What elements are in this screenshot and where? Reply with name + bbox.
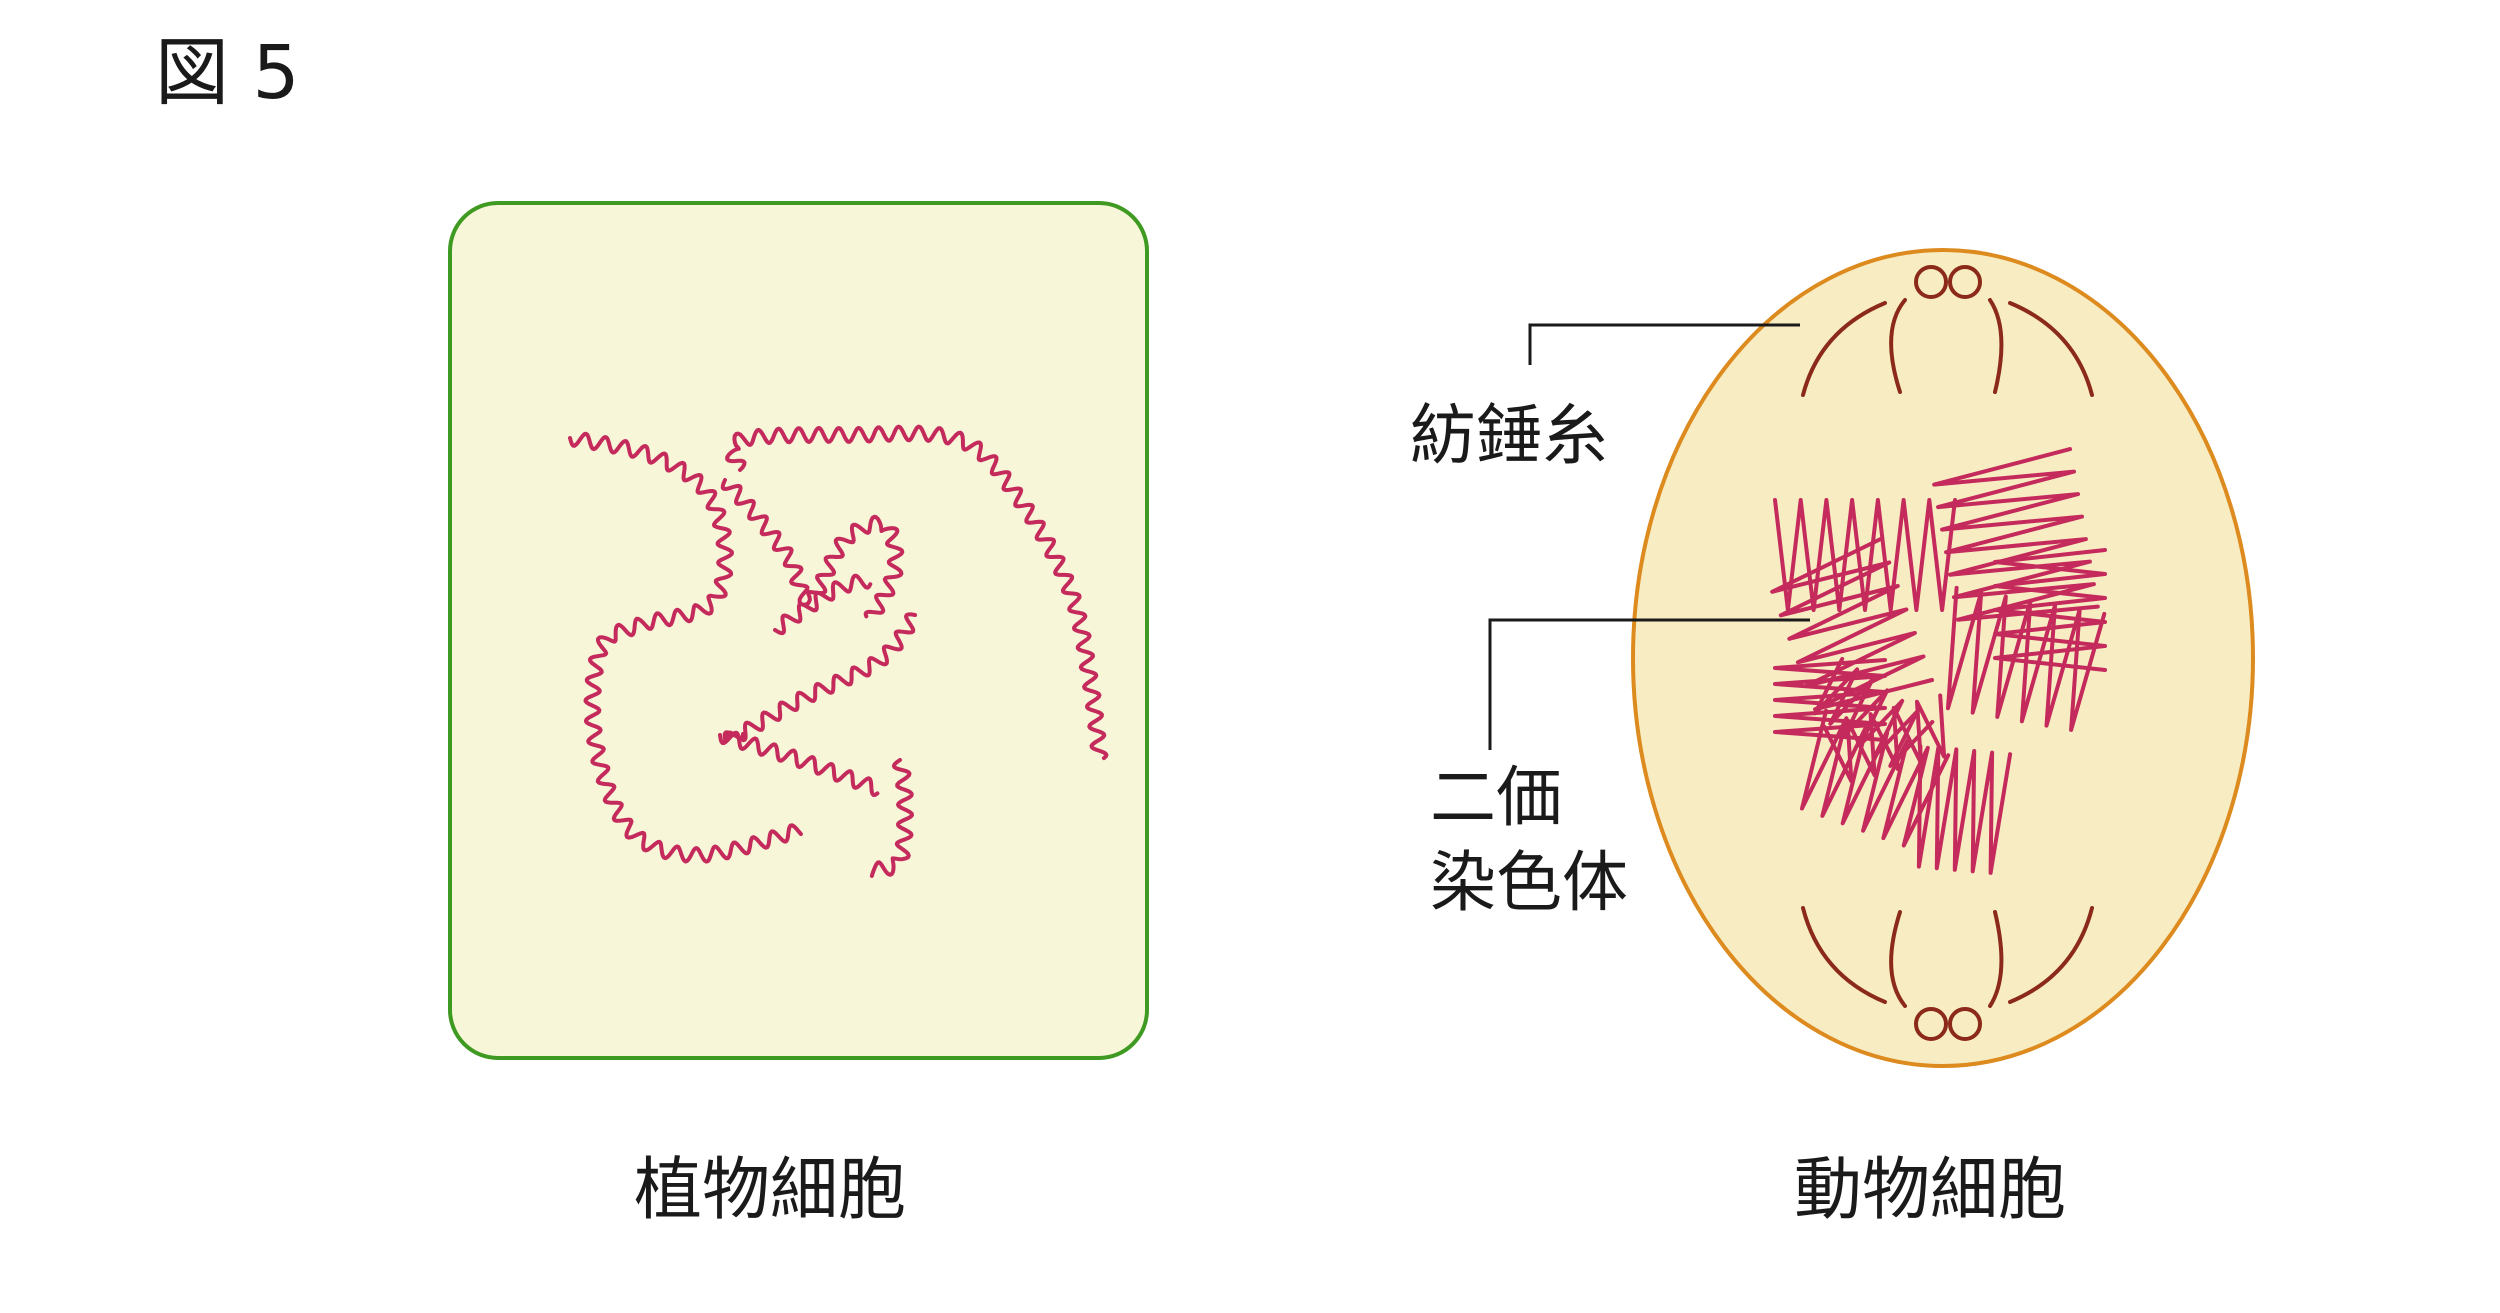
spindle-bottom [1801, 906, 2094, 1041]
plant-cell [448, 201, 1149, 1060]
animal-cell [1631, 248, 2255, 1068]
plant-cell-caption: 植物細胞 [634, 1151, 906, 1230]
chromosome-thread [568, 431, 803, 864]
animal-cell-membrane [1631, 248, 2255, 1068]
bivalent-chromosome [1932, 447, 2100, 622]
spindle-leader-line [1528, 323, 1800, 365]
bivalent-chromosome [1946, 585, 2107, 732]
chromosome-thread [725, 424, 1109, 761]
bivalent-chromosome [1770, 537, 1934, 712]
bivalent-label-line1: 二価 [1430, 759, 1562, 836]
bivalent-leader-line [1488, 618, 1810, 750]
chromosome-thread [720, 478, 905, 619]
chromosome-thread [722, 612, 917, 743]
figure-label: 図 5 [155, 30, 300, 116]
spindle-fiber [2008, 906, 2094, 1004]
spindle-fiber [2008, 301, 2094, 397]
bivalent-chromosome [1773, 498, 1957, 612]
spindle-top [1801, 265, 2094, 397]
plant-chromosomes [568, 424, 1109, 878]
spindle-label: 紡錘糸 [1410, 397, 1608, 474]
centriole-bottom-left [1914, 1007, 1948, 1041]
centriole-top-left [1914, 265, 1948, 299]
bivalent-label-line2: 染色体 [1430, 844, 1628, 921]
spindle-fiber [1889, 910, 1907, 1008]
spindle-fiber [1988, 910, 2004, 1008]
bivalent-chromosome [1916, 744, 2013, 875]
centriole-bottom-right [1948, 1007, 1982, 1041]
bivalent-chromosome [1822, 693, 1947, 784]
chromosome-thread [773, 573, 873, 636]
animal-cell-caption: 動物細胞 [1794, 1151, 2066, 1230]
plant-cell-wall [448, 201, 1149, 1060]
spindle-fiber [1801, 301, 1887, 397]
spindle-fiber [1988, 298, 2004, 394]
bivalent-chromosome [1773, 658, 1887, 742]
bivalent-chromosomes [1770, 447, 2107, 875]
bivalent-chromosome [1800, 708, 1951, 848]
chromosome-thread [718, 730, 880, 797]
spindle-fiber [1801, 906, 1887, 1004]
chromosome-thread [869, 758, 914, 878]
centriole-top-right [1948, 265, 1982, 299]
spindle-fiber [1889, 298, 1907, 394]
